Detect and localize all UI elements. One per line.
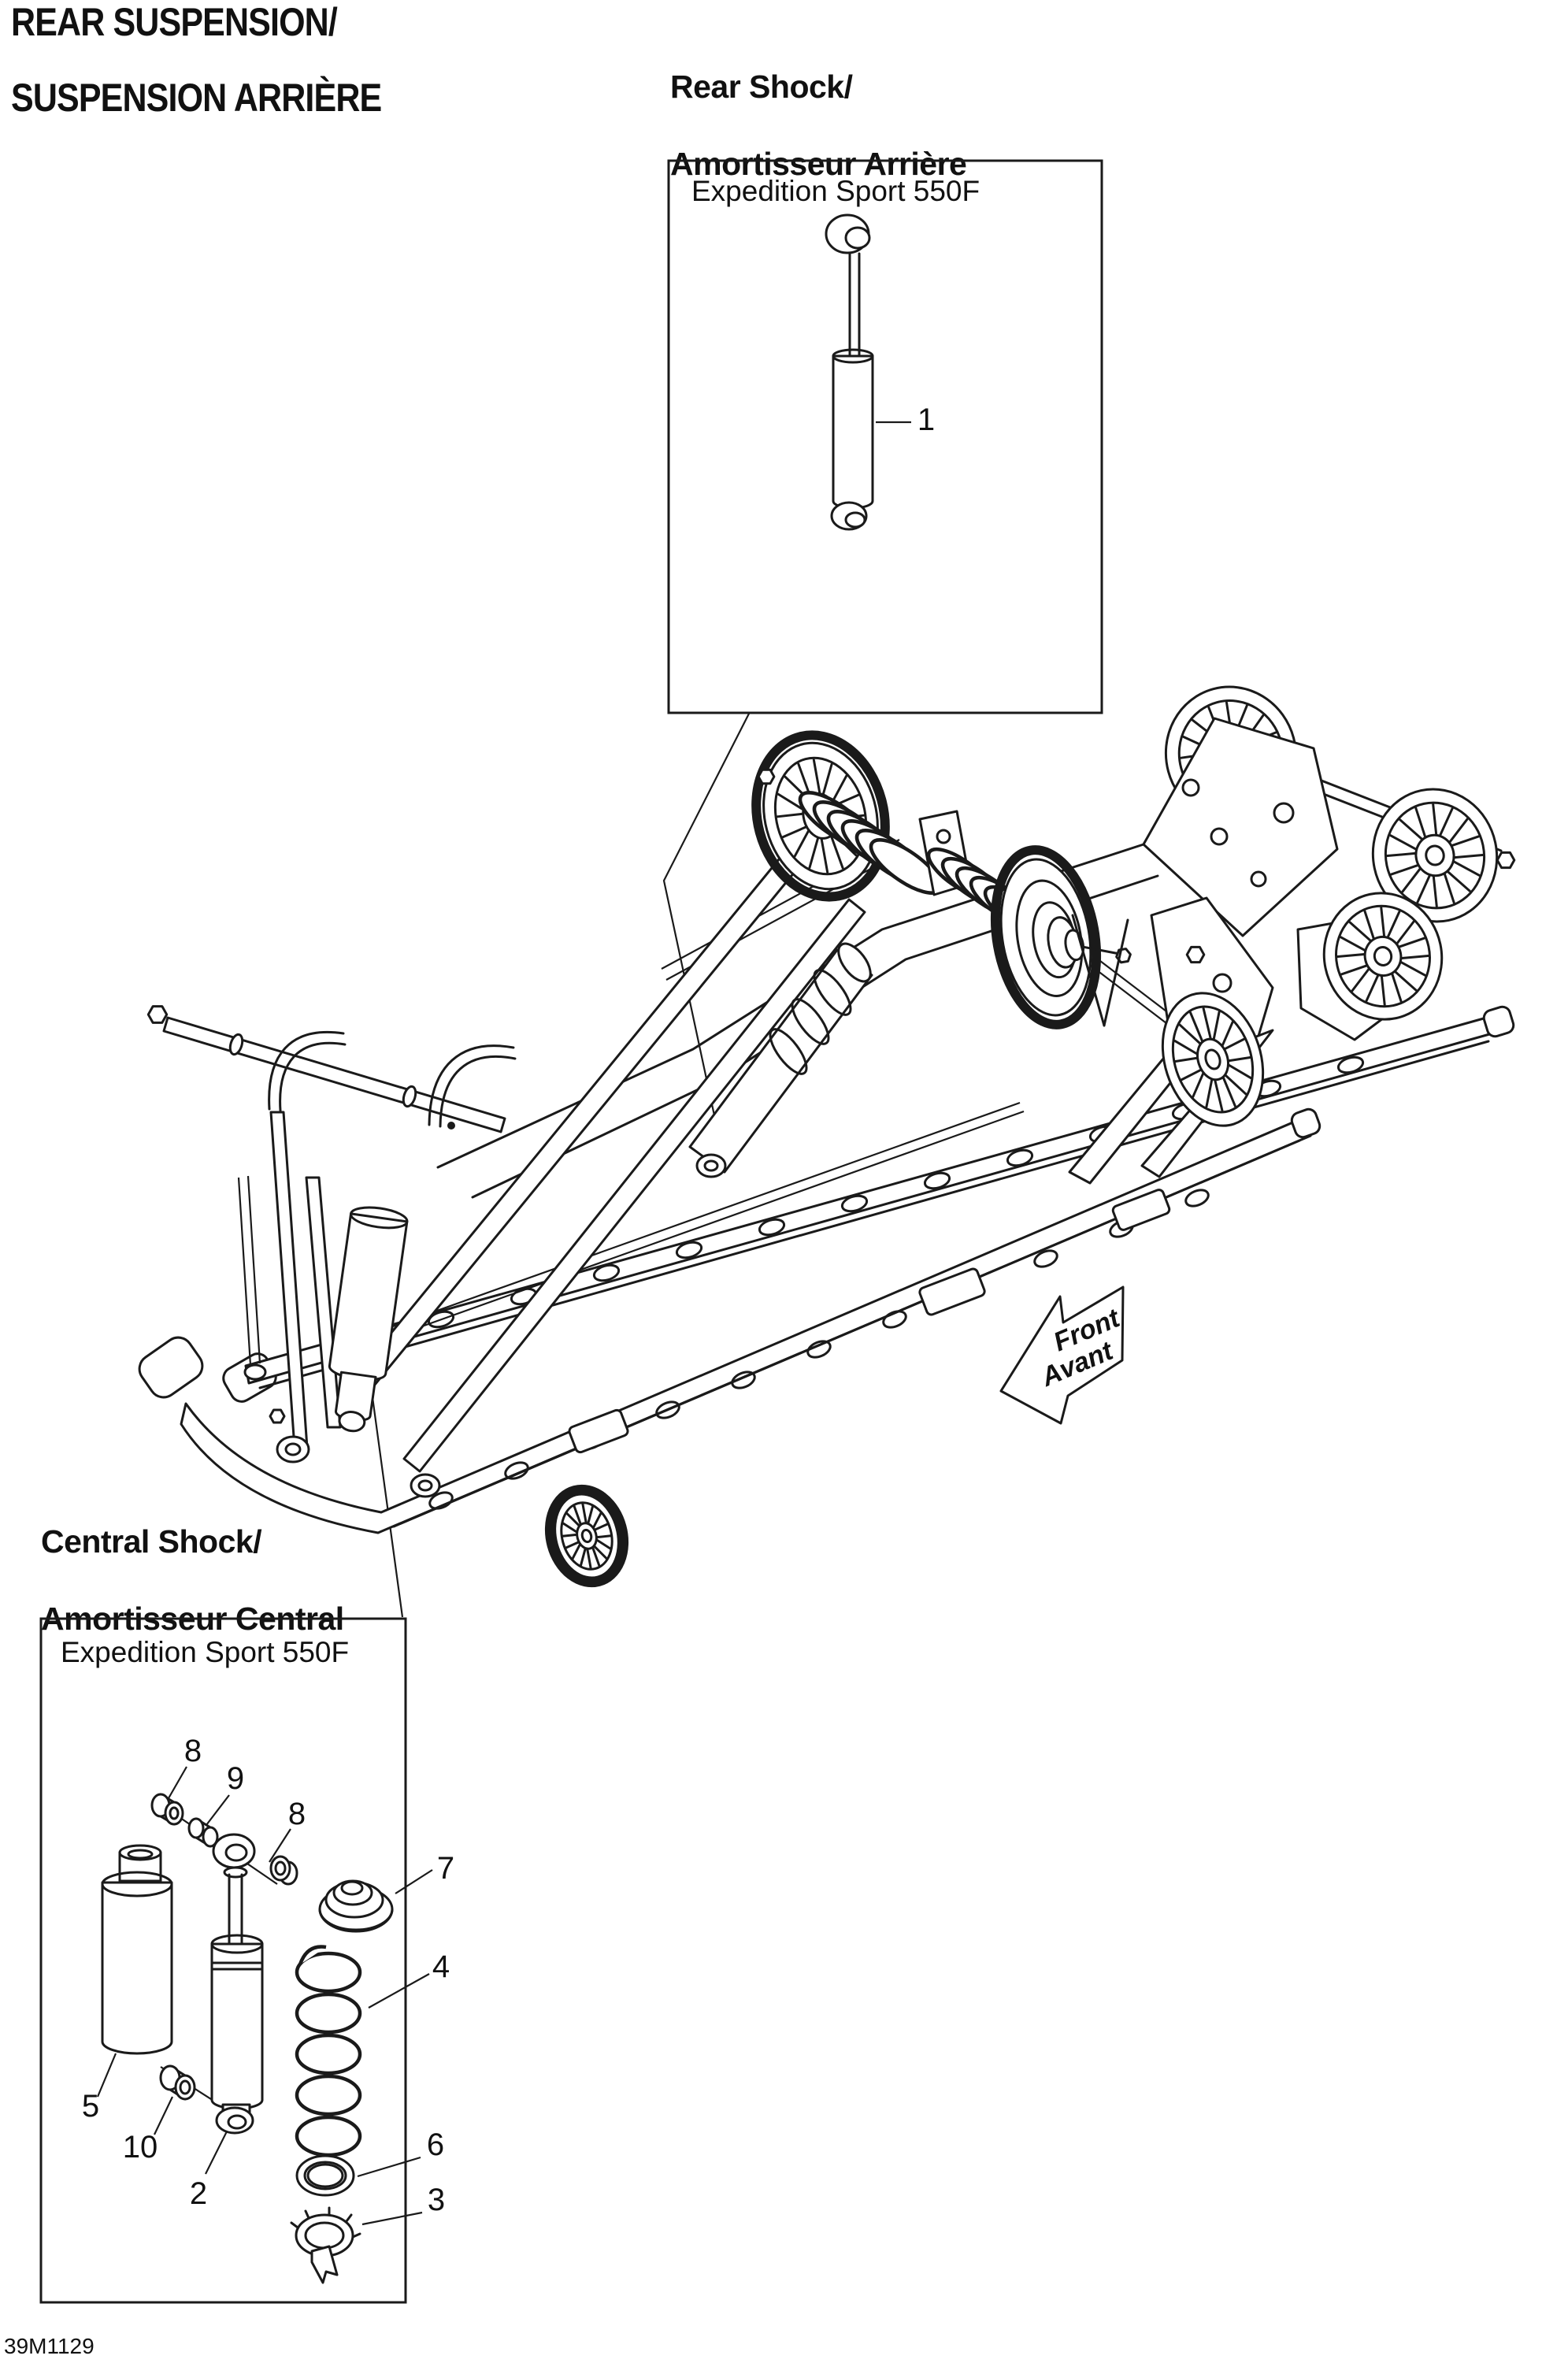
part-label-3: 3 <box>428 2183 445 2217</box>
rear-shock-variant-label: Expedition Sport 550F <box>691 175 980 207</box>
rear-shock-drawing <box>826 215 873 529</box>
page-title: REAR SUSPENSION/ SUSPENSION ARRIÈRE <box>11 0 382 120</box>
central-shock-2 <box>212 1834 262 2133</box>
coil-spring-4 <box>297 1946 360 2155</box>
reservoir-5 <box>102 1846 172 2053</box>
main-assembly-drawing <box>134 671 1516 1591</box>
central-shock-exploded-drawing: 8 9 8 7 4 5 10 2 6 3 <box>82 1734 454 2283</box>
part-label-5: 5 <box>82 2089 99 2124</box>
part-label-8a: 8 <box>184 1734 202 1768</box>
central-callout-leaders <box>98 1767 432 2224</box>
part-label-10: 10 <box>123 2130 158 2165</box>
front-arm <box>146 851 865 1497</box>
mount-bracket-plate <box>1144 718 1337 936</box>
central-shock-heading-line1: Central Shock/ <box>41 1523 262 1560</box>
front-direction-arrow: Front Avant <box>1001 1287 1125 1423</box>
part-label-6: 6 <box>427 2127 444 2162</box>
rear-shock-heading-line1: Rear Shock/ <box>670 69 853 105</box>
part-label-4: 4 <box>432 1949 450 1984</box>
bushing-10 <box>161 2066 195 2099</box>
rear-shock-heading-line2: Amortisseur Arrière <box>670 146 967 182</box>
central-shock-variant-label: Expedition Sport 550F <box>61 1636 350 1668</box>
page-title-line1: REAR SUSPENSION/ <box>11 0 338 44</box>
adjuster-nut-3 <box>291 2208 360 2283</box>
part-label-2: 2 <box>190 2176 207 2211</box>
spring-cap-7 <box>320 1881 392 1931</box>
bushing-8a <box>152 1794 183 1824</box>
rear-shock-box-border <box>669 161 1102 713</box>
part-label-8b: 8 <box>288 1797 306 1831</box>
washer-8b <box>271 1857 297 1884</box>
part-label-7: 7 <box>437 1851 454 1886</box>
rear-shock-heading: Rear Shock/ Amortisseur Arrière <box>670 68 967 184</box>
part-label-1: 1 <box>917 402 935 437</box>
rail-brackets <box>568 1189 1170 1454</box>
rear-shock-assembly <box>690 938 877 1177</box>
document-code: 39M1129 <box>4 2334 95 2358</box>
idler-disc <box>982 837 1133 1033</box>
front-lower-wheel <box>539 1481 634 1591</box>
part-label-9: 9 <box>227 1761 244 1796</box>
central-shock-assembly <box>321 1204 409 1434</box>
page-title-line2: SUSPENSION ARRIÈRE <box>11 76 382 120</box>
central-shock-box-border <box>41 1619 406 2302</box>
spring-seat-6 <box>297 2156 354 2195</box>
spacer-9 <box>189 1819 217 1846</box>
